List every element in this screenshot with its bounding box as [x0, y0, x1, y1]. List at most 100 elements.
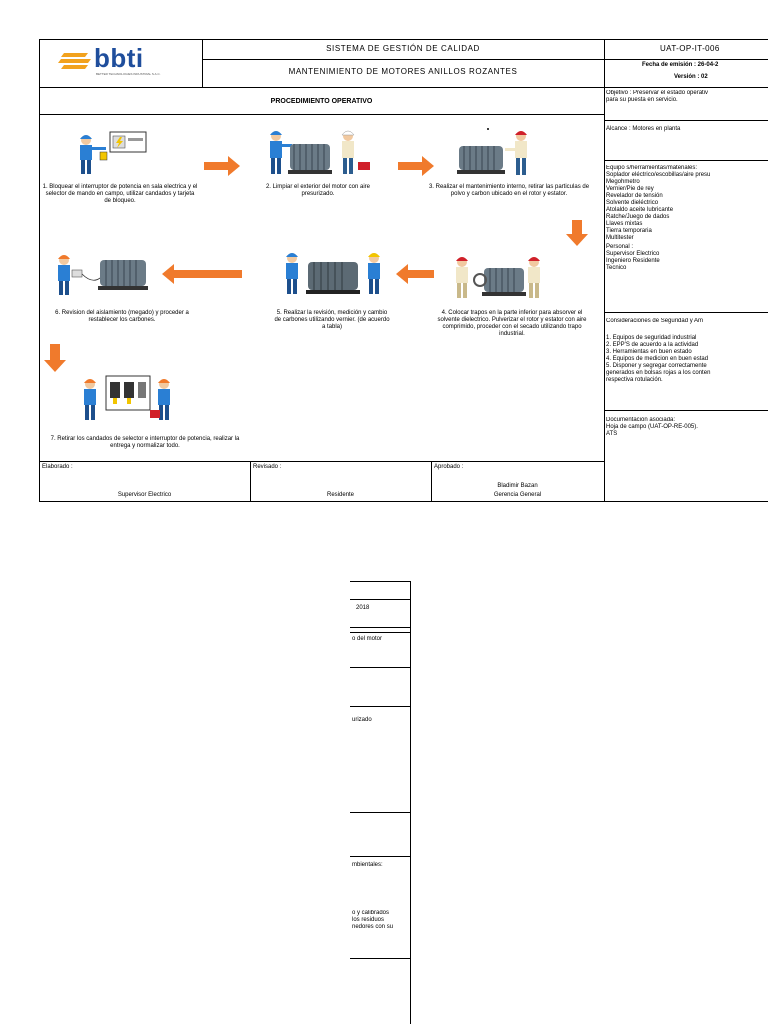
- prepared-label: Elaborado :: [42, 464, 73, 470]
- fragment-line: o y calibrados: [352, 910, 390, 916]
- step-3-text: 3. Realizar el mantenimiento interno, re…: [428, 184, 590, 197]
- equipment-item: Revelador de tensión: [606, 193, 663, 199]
- divider: [39, 461, 604, 462]
- arrow-right-icon: [398, 156, 434, 176]
- workers-unlock-panel-icon: [84, 375, 170, 420]
- divider: [202, 59, 768, 60]
- consideration-item: respectiva rotulación.: [606, 377, 663, 383]
- arrow-left-icon: [162, 264, 242, 284]
- divider: [604, 312, 768, 313]
- equipment-fragment: urizado: [352, 717, 372, 723]
- considerations-fragment: o y calibrados los residuos nedores con …: [352, 910, 410, 931]
- divider: [202, 39, 203, 87]
- documentation-section: Documentación asociada: Hoja de campo (U…: [606, 417, 768, 438]
- fragment-line: los residuos: [352, 917, 385, 923]
- approved-name: Bladimir Bazan: [497, 483, 538, 489]
- equipment-item: Soplador eléctrico/escobillas/aire presu: [606, 172, 711, 178]
- equipment-item: Solvente dieléctrico: [606, 200, 659, 206]
- objective-fragment: o del motor: [352, 636, 383, 642]
- divider: [350, 812, 411, 813]
- personnel-item: Supervisor Electrico: [606, 251, 660, 257]
- personnel-item: Tecnico: [606, 265, 627, 271]
- documentation-title: Documentación asociada:: [606, 417, 676, 423]
- step-6-text: 6. Revision del aislamiento (megado) y p…: [55, 310, 189, 323]
- consideration-item: generados en bolsas rojas a los conten: [606, 370, 711, 376]
- divider: [39, 114, 604, 115]
- document-code: UAT-OP-IT-006: [660, 44, 720, 53]
- workers-drying-rotor-icon: [456, 257, 540, 298]
- worker-megger-test-icon: [58, 255, 148, 295]
- personnel-item: Ingeniero Residente: [606, 258, 660, 264]
- env-fragment: mbientales:: [352, 862, 383, 868]
- equipment-title: Equipo s/herramientas/materiales:: [606, 165, 698, 171]
- documentation-item: ATS: [606, 431, 618, 437]
- step-5-text: 5. Realizar la revisión, medición y camb…: [274, 310, 390, 330]
- divider: [350, 958, 411, 959]
- reviewed-label: Revisado :: [253, 464, 282, 470]
- divider: [431, 461, 432, 502]
- equipment-item: Multitester: [606, 235, 634, 241]
- system-title: SISTEMA DE GESTIÓN DE CALIDAD: [326, 44, 480, 53]
- considerations-section: Consideraciones de Seguridad y Am 1. Equ…: [606, 318, 768, 384]
- version: Versión : 02: [674, 74, 708, 80]
- worker-cleaning-motor-icon: [270, 130, 370, 174]
- divider: [350, 632, 411, 633]
- arrow-down-icon: [44, 344, 66, 372]
- equipment-item: Vernier/Pie de rey: [606, 186, 654, 192]
- objective-line: Objetivo : Preservar el estado operativ: [606, 90, 709, 96]
- divider: [350, 627, 411, 628]
- divider: [350, 706, 411, 707]
- document-sheet: [39, 39, 768, 502]
- step-7-text: 7. Retirar los candados de selector e in…: [50, 436, 240, 449]
- step-2-text: 2. Limpiar el exterior del motor con air…: [265, 184, 371, 197]
- step-1-text: 1. Bloquear el interruptor de potencia e…: [42, 184, 198, 204]
- equipment-item: Ratche/Juego de dados: [606, 214, 670, 220]
- divider: [604, 39, 605, 502]
- workers-motor-maintenance-icon: [457, 128, 527, 175]
- issue-date: Fecha de emisión : 26-04-2: [642, 62, 719, 68]
- worker-panel-lockout-icon: [80, 131, 147, 174]
- objective-section: Objetivo : Preservar el estado operativ …: [606, 90, 768, 104]
- divider: [350, 856, 411, 857]
- workers-measuring-carbons-icon: [286, 253, 380, 294]
- approved-role: Gerencia General: [493, 492, 542, 498]
- logo-stripes-icon: [58, 53, 91, 69]
- consideration-item: 4. Equipos de medicion en buen estad: [606, 356, 709, 362]
- consideration-item: 5. Disponer y segregar correctamente: [606, 363, 707, 369]
- documentation-item: Hoja de campo (UAT-OP-RE-005).: [606, 424, 698, 430]
- equipment-item: Megohmetro: [606, 179, 640, 185]
- date-fragment: 2018: [356, 605, 370, 611]
- consideration-item: 3. Herramientas en buen estado: [606, 349, 692, 355]
- divider: [604, 410, 768, 411]
- divider: [350, 599, 411, 600]
- objective-line: para su puesta en servicio.: [606, 97, 678, 103]
- logo-text: bbti: [94, 43, 144, 73]
- second-page-fragment: [350, 581, 411, 1024]
- reviewed-by: Residente: [326, 492, 355, 498]
- arrow-right-icon: [204, 156, 240, 176]
- prepared-by: Supervisor Electrico: [117, 492, 172, 498]
- divider: [350, 667, 411, 668]
- equipment-item: Tierra temporaria: [606, 228, 652, 234]
- document-title: MANTENIMIENTO DE MOTORES ANILLOS ROZANTE…: [288, 67, 518, 76]
- procedure-heading: PROCEDIMIENTO OPERATIVO: [270, 98, 373, 105]
- divider: [250, 461, 251, 502]
- consideration-item: 1. Equipos de seguridad industrial: [606, 335, 697, 341]
- equipment-item: Llaves mixtas: [606, 221, 643, 227]
- company-logo: bbti BETTER TECHNOLOGIES INDUSTRIAL S.A.…: [58, 44, 178, 82]
- scope-text: Alcance : Motores en planta: [606, 126, 681, 132]
- fragment-line: nedores con su: [352, 924, 394, 930]
- step-4-text: 4. Colocar trapos en la parte inferior p…: [437, 310, 587, 337]
- logo-subtext: BETTER TECHNOLOGIES INDUSTRIAL S.A.C.: [96, 72, 161, 76]
- divider: [350, 581, 411, 582]
- divider: [604, 160, 768, 161]
- arrow-down-icon: [566, 220, 588, 246]
- approved-label: Aprobado :: [434, 464, 464, 470]
- equipment-section: Equipo s/herramientas/materiales: Soplad…: [606, 165, 768, 272]
- consideration-item: 2. EPP'S de acuerdo a la actividad: [606, 342, 699, 348]
- divider: [39, 87, 768, 88]
- considerations-title: Consideraciones de Seguridad y Am: [606, 318, 704, 324]
- divider: [604, 120, 768, 121]
- arrow-left-icon: [396, 264, 434, 284]
- personnel-title: Personal :: [606, 244, 634, 250]
